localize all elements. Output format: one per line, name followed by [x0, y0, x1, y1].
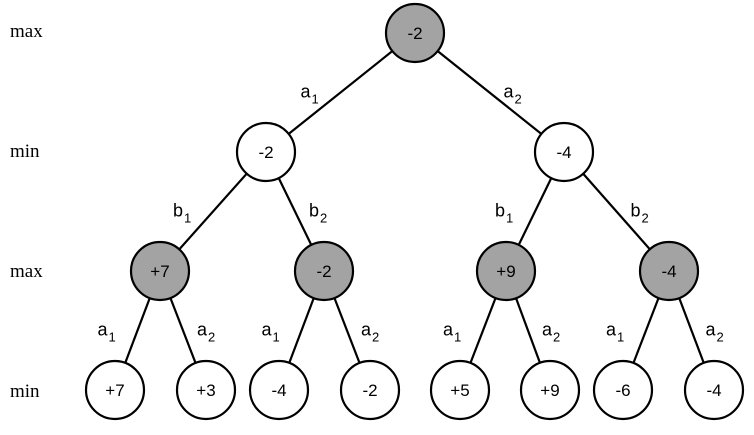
node-value: -2 [258, 143, 273, 162]
min-node-circle [248, 359, 310, 421]
edge-label-letter: a [706, 320, 717, 340]
edge-label-letter: b [495, 201, 505, 221]
tree-node-e: -2 [293, 240, 355, 302]
tree-node-h: +7 [84, 359, 146, 421]
node-value: -2 [362, 381, 377, 400]
edge-label-h: a1 [98, 320, 116, 345]
edge-label-letter: a [301, 82, 312, 102]
edge-label-n: a1 [606, 320, 624, 345]
min-node-circle [339, 359, 401, 421]
tree-node-d: +7 [129, 240, 191, 302]
min-node-circle [175, 359, 237, 421]
edge-label-letter: a [98, 320, 109, 340]
tree-node-l: +5 [429, 359, 491, 421]
edge-label-letter: a [542, 320, 553, 340]
level-label-3: min [10, 381, 40, 402]
edge-label-e: b2 [309, 201, 327, 226]
edge-label-subscript: 2 [372, 330, 379, 345]
max-node-circle [129, 240, 191, 302]
edge-label-l: a1 [443, 320, 461, 345]
node-value: +7 [105, 381, 124, 400]
edge-label-b: a1 [301, 82, 319, 107]
edge-label-subscript: 1 [184, 211, 191, 226]
edge-label-letter: b [631, 201, 641, 221]
tree-node-n: -6 [592, 359, 654, 421]
min-node-circle [533, 121, 595, 183]
edge-label-subscript: 1 [617, 330, 624, 345]
tree-nodes: -2 -2 -4 +7 -2 +9 -4 +7 +3 -4 -2 +5 +9 -6 -4 [84, 2, 745, 421]
node-value: +9 [540, 381, 559, 400]
edge-label-letter: a [504, 82, 515, 102]
min-node-circle [683, 359, 745, 421]
tree-node-o: -4 [683, 359, 745, 421]
edge-label-f: b1 [495, 201, 513, 226]
max-node-circle [384, 2, 446, 64]
edge-label-letter: a [361, 320, 372, 340]
node-value: -4 [271, 381, 286, 400]
tree-node-j: -4 [248, 359, 310, 421]
max-node-circle [638, 240, 700, 302]
edge-label-letter: b [309, 201, 319, 221]
edge-label-c: a2 [504, 82, 522, 107]
edge-root-b [265, 32, 416, 153]
edge-label-subscript: 1 [454, 330, 461, 345]
edge-label-d: b1 [173, 201, 191, 226]
edge-label-o: a2 [706, 320, 724, 345]
edge-label-letter: b [173, 201, 183, 221]
max-node-circle [475, 240, 537, 302]
tree-node-m: +9 [519, 359, 581, 421]
edge-label-i: a2 [197, 320, 215, 345]
tree-node-k: -2 [339, 359, 401, 421]
edge-label-j: a1 [262, 320, 280, 345]
min-node-circle [429, 359, 491, 421]
edge-label-letter: a [606, 320, 617, 340]
node-value: +3 [196, 381, 215, 400]
node-value: +9 [496, 262, 515, 281]
min-node-circle [84, 359, 146, 421]
level-labels: max min max min [10, 21, 43, 402]
node-value: -4 [706, 381, 721, 400]
edge-label-letter: a [197, 320, 208, 340]
tree-node-c: -4 [533, 121, 595, 183]
edge-label-subscript: 2 [642, 211, 649, 226]
node-value: +7 [150, 262, 169, 281]
min-node-circle [592, 359, 654, 421]
edge-label-subscript: 1 [506, 211, 513, 226]
edge-label-subscript: 1 [312, 92, 319, 107]
edge-label-subscript: 2 [553, 330, 560, 345]
edge-label-m: a2 [542, 320, 560, 345]
edge-label-g: b2 [631, 201, 649, 226]
level-label-2: max [10, 261, 43, 282]
level-label-1: min [10, 141, 40, 162]
tree-node-b: -2 [235, 121, 297, 183]
edge-label-letter: a [262, 320, 273, 340]
edge-label-k: a2 [361, 320, 379, 345]
min-node-circle [235, 121, 297, 183]
tree-node-root: -2 [384, 2, 446, 64]
edge-root-c [414, 32, 565, 153]
edge-label-subscript: 1 [109, 330, 116, 345]
tree-node-f: +9 [475, 240, 537, 302]
tree-node-g: -4 [638, 240, 700, 302]
level-label-0: max [10, 21, 43, 42]
edge-label-letter: a [443, 320, 454, 340]
edge-label-subscript: 2 [320, 211, 327, 226]
node-value: +5 [450, 381, 469, 400]
node-value: -2 [316, 262, 331, 281]
node-value: -2 [407, 24, 422, 43]
edge-label-subscript: 2 [717, 330, 724, 345]
edge-label-subscript: 1 [273, 330, 280, 345]
edge-label-subscript: 2 [515, 92, 522, 107]
min-node-circle [519, 359, 581, 421]
node-value: -6 [615, 381, 630, 400]
max-node-circle [293, 240, 355, 302]
tree-node-i: +3 [175, 359, 237, 421]
node-value: -4 [661, 262, 676, 281]
node-value: -4 [556, 143, 571, 162]
edge-label-subscript: 2 [208, 330, 215, 345]
